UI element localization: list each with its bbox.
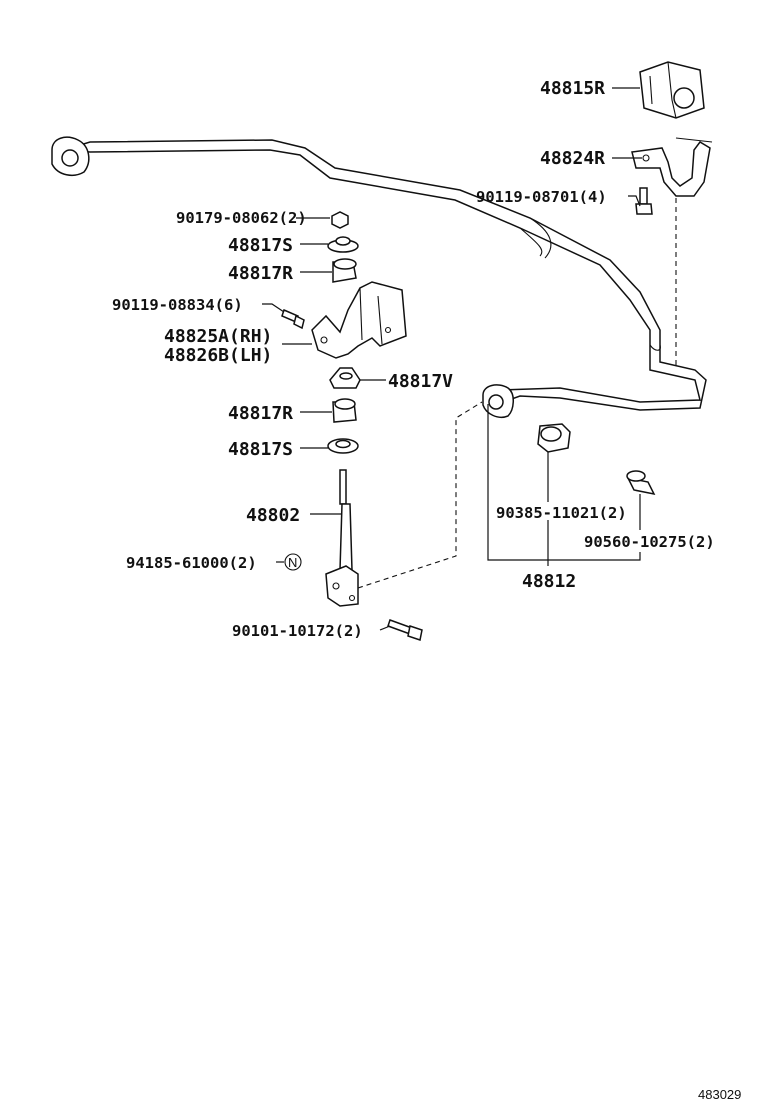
label-48817V: 48817V [388, 371, 453, 392]
label-90101-10172: 90101-10172(2) [232, 622, 363, 640]
stabilizer-bar [51, 136, 707, 418]
label-48817S-top: 48817S [228, 235, 293, 256]
label-90179-08062: 90179-08062(2) [176, 209, 307, 227]
label-48802: 48802 [246, 505, 300, 526]
bolt-90119-08834 [281, 308, 305, 330]
label-48817R-top: 48817R [228, 263, 293, 284]
label-48825A: 48825A(RH) [164, 326, 272, 347]
collar-90560-10275 [626, 470, 656, 496]
bushing-48815R [639, 61, 705, 119]
label-48826B: 48826B(LH) [164, 345, 272, 366]
bolt-90119-08701 [635, 187, 653, 215]
leader-lines [262, 87, 642, 631]
bushing-90385-11021 [537, 423, 571, 453]
nut-90179-08062 [331, 211, 349, 229]
bolt-90101-10172 [387, 619, 423, 641]
washer-48817S-bottom [327, 438, 359, 454]
n-mark-label: N [288, 555, 297, 570]
bushing-48817R-bottom [332, 398, 357, 423]
label-90385-11021: 90385-11021(2) [496, 504, 627, 522]
label-90119-08834: 90119-08834(6) [112, 296, 243, 314]
label-48817S-bottom: 48817S [228, 439, 293, 460]
label-90560-10275: 90560-10275(2) [584, 533, 715, 551]
link-48802 [325, 469, 359, 607]
label-48824R: 48824R [540, 148, 605, 169]
bracket-48824R [631, 137, 713, 197]
cushion-48817V [329, 367, 361, 389]
figure-code: 483029 [698, 1087, 741, 1102]
label-94185-61000: 94185-61000(2) [126, 554, 257, 572]
n-mark: N [284, 553, 302, 571]
label-48812: 48812 [522, 571, 576, 592]
bushing-48817R-top [332, 258, 357, 283]
bracket-48825A-48826B [311, 281, 407, 359]
label-48817R-bottom: 48817R [228, 403, 293, 424]
washer-48817S-top [327, 236, 359, 253]
label-90119-08701: 90119-08701(4) [476, 188, 607, 206]
label-48815R: 48815R [540, 78, 605, 99]
